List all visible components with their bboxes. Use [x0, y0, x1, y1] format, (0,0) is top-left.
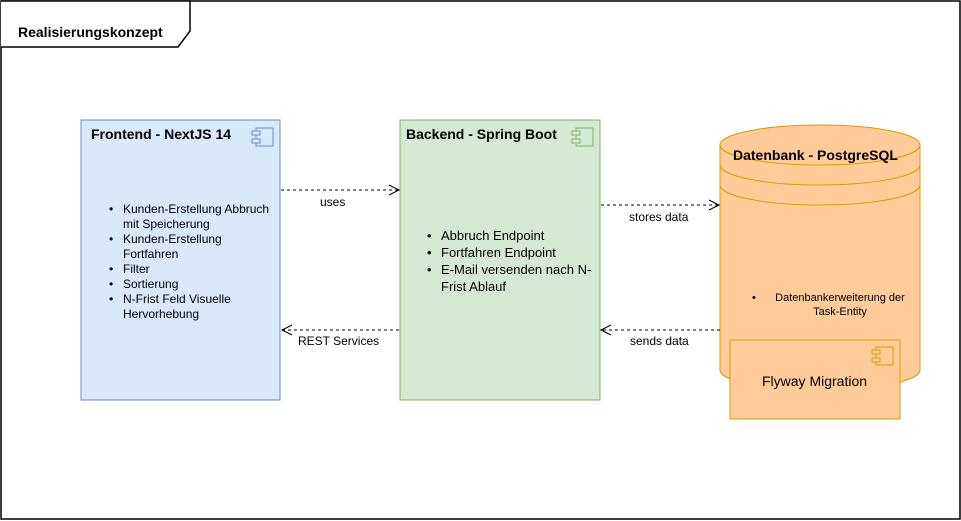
backend-feature-item: Abbruch Endpoint [427, 227, 593, 244]
backend-feature-list: Abbruch Endpoint Fortfahren Endpoint E-M… [427, 227, 593, 295]
frontend-feature-item: Sortierung [109, 277, 274, 292]
backend-component-icon [571, 127, 594, 147]
frontend-feature-item: Kunden-Erstellung Fortfahren [109, 232, 274, 262]
frontend-title: Frontend - NextJS 14 [91, 126, 232, 142]
rest-services-label: REST Services [298, 334, 380, 348]
frontend-feature-item: Filter [109, 262, 274, 277]
uses-label: uses [320, 195, 346, 209]
flyway-migration-label: Flyway Migration [762, 373, 868, 389]
frontend-component-icon [251, 127, 274, 147]
sends-data-arrowhead [599, 324, 612, 336]
frontend-feature-item: N-Frist Feld Visuelle Hervorhebung [109, 292, 274, 322]
backend-feature-item: Fortfahren Endpoint [427, 244, 593, 261]
frame-title-tab [1, 0, 191, 48]
frontend-feature-list: Kunden-Erstellung Abbruch mit Speicherun… [109, 202, 274, 322]
rest-services-arrowhead [280, 324, 293, 336]
frontend-feature-item: Kunden-Erstellung Abbruch mit Speicherun… [109, 202, 274, 232]
uses-arrowhead [388, 184, 401, 196]
backend-feature-item: E-Mail versenden nach N-Frist Ablauf [427, 261, 593, 295]
frame-title: Realisierungskonzept [18, 24, 163, 40]
stores-data-arrowhead [708, 199, 721, 211]
backend-title: Backend - Spring Boot [406, 126, 557, 142]
flyway-component-icon [871, 346, 894, 366]
database-feature-list: Datenbankerweiterung der Task-Entity [752, 291, 914, 319]
sends-data-label: sends data [630, 334, 689, 348]
database-feature-item: Datenbankerweiterung der Task-Entity [752, 291, 914, 319]
database-title: Datenbank - PostgreSQL [733, 147, 898, 163]
stores-data-label: stores data [629, 210, 689, 224]
